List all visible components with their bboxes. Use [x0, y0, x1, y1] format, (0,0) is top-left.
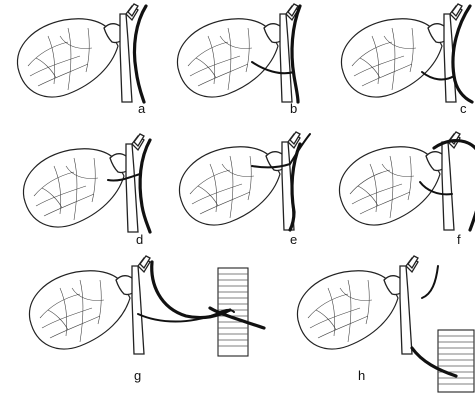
panel-c: c — [341, 4, 472, 116]
panel-label-e: e — [290, 232, 297, 247]
panel-g: g — [29, 256, 264, 383]
panel-h: h — [297, 256, 474, 392]
panel-f: f — [339, 132, 475, 247]
panel-d: d — [23, 134, 150, 247]
panel-e: e — [179, 132, 310, 247]
panel-a: a — [17, 4, 146, 116]
panel-label-b: b — [290, 101, 297, 116]
panel-label-d: d — [136, 232, 143, 247]
panel-label-f: f — [457, 232, 461, 247]
panel-label-h: h — [358, 368, 365, 383]
panel-label-g: g — [134, 368, 141, 383]
panel-b: b — [177, 4, 300, 116]
panel-label-c: c — [460, 101, 467, 116]
panel-label-a: a — [138, 101, 146, 116]
hatched-vessel-h — [438, 330, 474, 392]
